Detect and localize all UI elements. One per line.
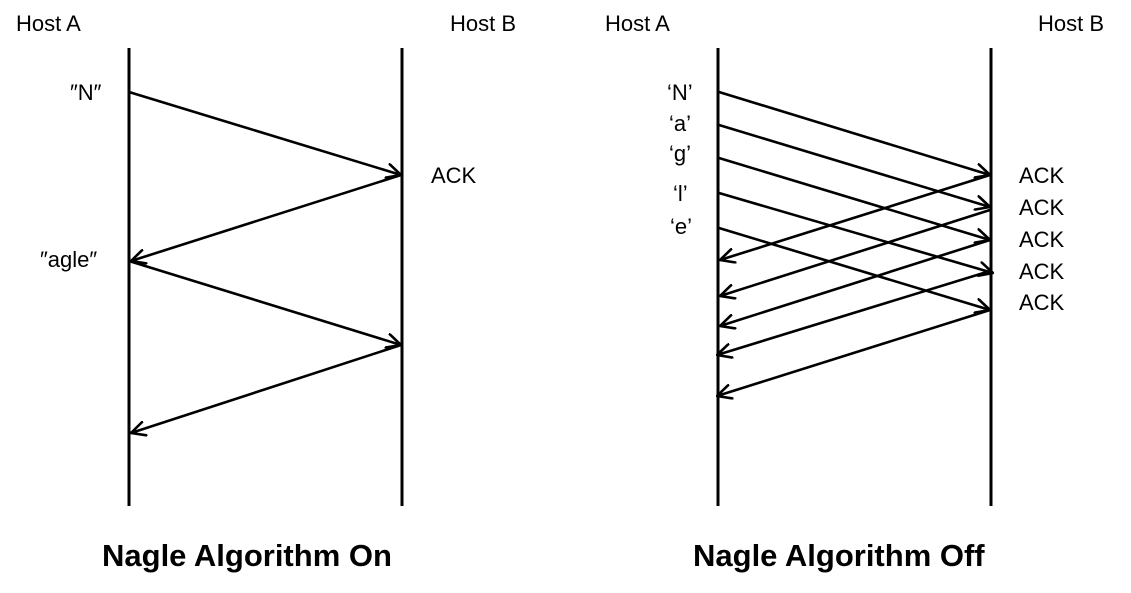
left-host-b-label: Host B	[450, 11, 516, 36]
right-ack-label-4: ACK	[1019, 259, 1065, 284]
right-send-label-e: ‘e’	[670, 214, 692, 239]
left-send-label-agle: ″agle″	[40, 247, 97, 272]
left-send-arrow-agle	[128, 259, 401, 345]
panel-nagle-off: Host A Host B ‘N’ ‘a’ ‘g’ ‘l’ ‘e’ ACK AC…	[605, 11, 1104, 573]
left-send-arrow-n	[128, 90, 401, 175]
right-send-label-g: ‘g’	[669, 141, 691, 166]
panel-nagle-on: Host A Host B ″N″ ″agle″ ACK Nagle Algor…	[16, 11, 516, 573]
right-send-arrow-e	[718, 226, 990, 310]
right-send-arrow-n	[718, 90, 990, 175]
right-send-arrow-a	[718, 123, 990, 207]
right-ack-label-5: ACK	[1019, 290, 1065, 315]
right-ack-arrow-5	[717, 308, 991, 396]
right-panel-title: Nagle Algorithm Off	[693, 538, 985, 573]
right-send-label-a: ‘a’	[669, 111, 691, 136]
right-host-b-label: Host B	[1038, 11, 1104, 36]
right-send-arrow-l	[718, 191, 993, 273]
left-ack-arrow-2	[131, 343, 402, 433]
right-ack-arrow-3	[720, 238, 991, 326]
right-ack-arrow-4	[717, 269, 991, 355]
right-host-a-label: Host A	[605, 11, 670, 36]
right-send-arrow-g	[718, 156, 990, 240]
left-send-label-n: ″N″	[70, 80, 102, 105]
right-ack-label-1: ACK	[1019, 163, 1065, 188]
right-ack-arrow-1	[720, 173, 991, 260]
left-panel-title: Nagle Algorithm On	[102, 538, 392, 573]
right-ack-label-3: ACK	[1019, 227, 1065, 252]
left-ack-arrow-1	[131, 173, 402, 261]
right-ack-arrow-2	[720, 208, 991, 296]
left-ack-label: ACK	[431, 163, 477, 188]
right-send-label-n: ‘N’	[667, 80, 693, 105]
right-ack-label-2: ACK	[1019, 195, 1065, 220]
right-send-label-l: ‘l’	[673, 181, 688, 206]
left-host-a-label: Host A	[16, 11, 81, 36]
